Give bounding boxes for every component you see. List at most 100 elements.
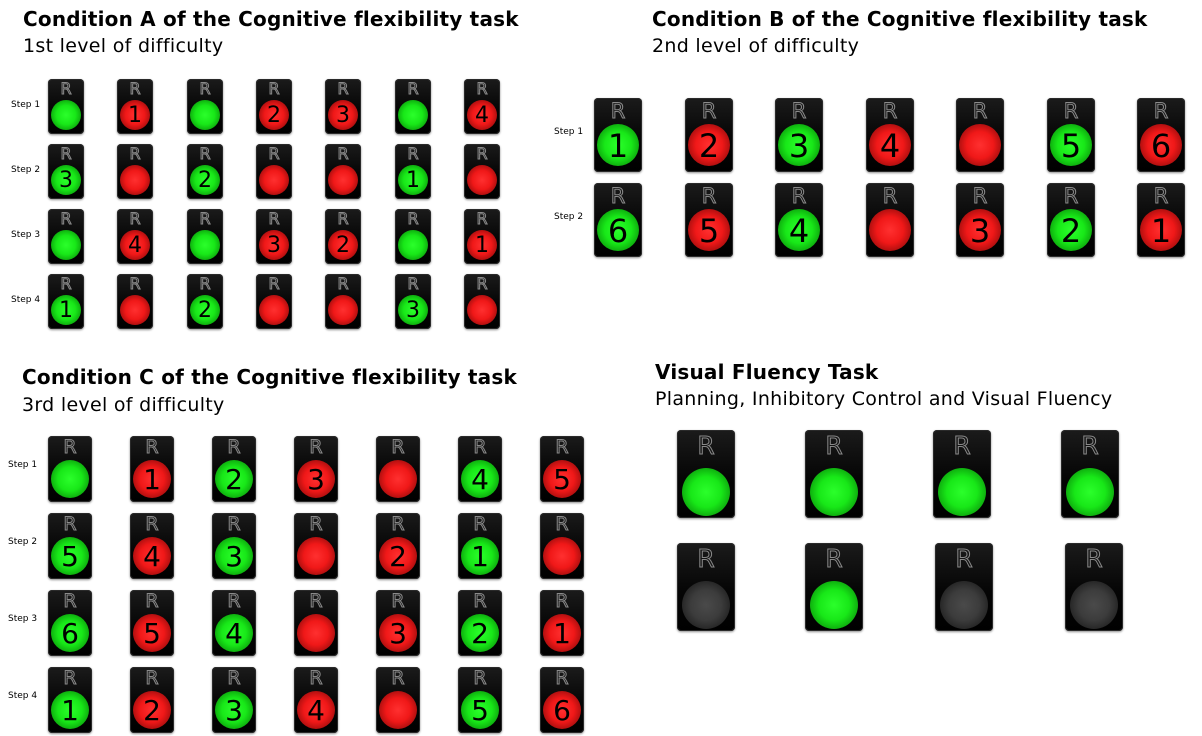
tile-r-letter: R — [145, 590, 159, 612]
red-light-icon — [379, 460, 417, 498]
tile-number: 2 — [198, 298, 212, 323]
traffic-light-tile: R — [1061, 430, 1119, 518]
tile-number: 2 — [389, 540, 407, 573]
red-light-icon — [688, 124, 730, 166]
tile-r-letter: R — [309, 667, 323, 689]
tile-r-letter: R — [63, 436, 77, 458]
green-light-icon — [190, 100, 220, 130]
traffic-light-tile: R — [48, 436, 92, 502]
red-light-icon — [959, 209, 1001, 251]
tile-r-letter: R — [199, 144, 211, 163]
tile-number: 2 — [1060, 212, 1082, 250]
tile-r-letter: R — [407, 79, 419, 98]
green-light-icon — [461, 614, 499, 652]
traffic-light-tile: R — [395, 79, 431, 134]
green-light-icon — [398, 100, 428, 130]
traffic-light-tile: R — [294, 513, 338, 579]
traffic-light-tile: R — [935, 543, 993, 631]
tile-number: 2 — [267, 103, 281, 128]
tile-r-letter: R — [697, 544, 715, 573]
tile-r-letter: R — [473, 513, 487, 535]
tile-r-letter: R — [337, 79, 349, 98]
tile-number: 1 — [59, 298, 73, 323]
tile-number: 1 — [128, 103, 142, 128]
tile-r-letter: R — [610, 99, 626, 123]
red-light-icon — [543, 537, 581, 575]
tile-number: 6 — [61, 617, 79, 650]
tile-r-letter: R — [1063, 99, 1079, 123]
tile-r-letter: R — [337, 209, 349, 228]
red-light-icon — [259, 100, 289, 130]
tile-r-letter: R — [1063, 184, 1079, 208]
tile-r-letter: R — [391, 436, 405, 458]
panel-a-step-label: Step 1 — [11, 100, 41, 110]
tile-number: 2 — [143, 694, 161, 727]
green-light-icon — [215, 614, 253, 652]
tile-number: 4 — [471, 463, 489, 496]
green-light-icon — [51, 614, 89, 652]
red-light-icon — [328, 295, 358, 325]
red-light-icon — [328, 230, 358, 260]
tile-r-letter: R — [199, 274, 211, 293]
red-light-icon — [688, 209, 730, 251]
traffic-light-tile: R — [376, 436, 420, 502]
tile-number: 5 — [471, 694, 489, 727]
red-light-icon — [297, 537, 335, 575]
tile-r-letter: R — [407, 274, 419, 293]
green-light-icon — [597, 209, 639, 251]
tile-r-letter: R — [407, 144, 419, 163]
tile-r-letter: R — [1153, 184, 1169, 208]
tile-r-letter: R — [701, 184, 717, 208]
red-light-icon — [1140, 209, 1182, 251]
traffic-light-tile: R — [540, 513, 584, 579]
green-light-icon — [190, 295, 220, 325]
tile-r-letter: R — [129, 144, 141, 163]
red-light-icon — [133, 614, 171, 652]
panel-c-step-label: Step 1 — [8, 460, 38, 470]
traffic-light-tile: R — [325, 274, 361, 329]
tile-r-letter: R — [227, 513, 241, 535]
panel-a-subtitle: 1st level of difficulty — [23, 35, 224, 57]
traffic-light-tile: R — [187, 209, 223, 264]
tile-r-letter: R — [309, 590, 323, 612]
tile-number: 2 — [698, 127, 720, 165]
tile-r-letter: R — [309, 513, 323, 535]
tile-number: 3 — [225, 540, 243, 573]
tile-number: 3 — [59, 168, 73, 193]
green-light-icon — [398, 165, 428, 195]
green-light-icon — [190, 230, 220, 260]
green-light-icon — [215, 460, 253, 498]
tile-r-letter: R — [309, 436, 323, 458]
tile-number: 6 — [553, 694, 571, 727]
tile-number: 3 — [969, 212, 991, 250]
tile-r-letter: R — [791, 99, 807, 123]
green-light-icon — [1050, 209, 1092, 251]
tile-number: 2 — [471, 617, 489, 650]
tile-number: 1 — [1150, 212, 1172, 250]
green-light-icon — [215, 691, 253, 729]
red-light-icon — [379, 614, 417, 652]
green-light-icon — [461, 691, 499, 729]
tile-r-letter: R — [199, 79, 211, 98]
panel-c-title: Condition C of the Cognitive flexibility… — [22, 365, 517, 389]
red-light-icon — [467, 100, 497, 130]
tile-r-letter: R — [882, 99, 898, 123]
